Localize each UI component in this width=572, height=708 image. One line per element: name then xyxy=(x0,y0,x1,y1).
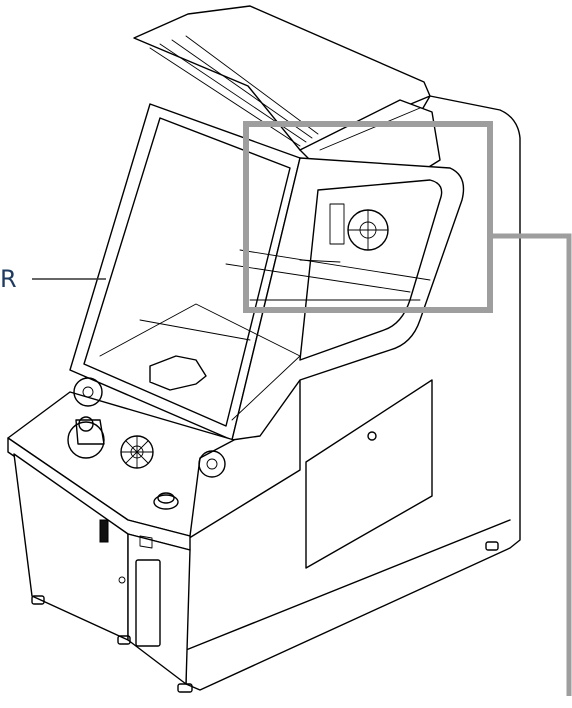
foot-front-center xyxy=(117,635,131,645)
detail-highlight-box xyxy=(243,121,493,313)
callout-label-r: R xyxy=(0,265,17,293)
rear-service-panel xyxy=(305,379,433,569)
detail-highlight xyxy=(243,121,572,696)
detail-leader-line xyxy=(490,233,572,696)
claw-mechanism xyxy=(329,203,389,251)
front-cabinet xyxy=(13,453,191,685)
playfield-interior xyxy=(99,203,431,421)
speaker-grille-icon xyxy=(120,435,154,469)
coin-door-icon xyxy=(135,559,161,647)
coin-slot xyxy=(99,519,109,543)
prize-tray xyxy=(149,355,207,391)
foot-rear xyxy=(485,541,499,551)
service-panel-lock xyxy=(367,431,377,441)
foot-front-left xyxy=(31,595,45,605)
speaker-left-icon xyxy=(73,377,103,407)
frame-right-arm xyxy=(231,157,465,441)
joystick-icon xyxy=(67,416,105,459)
speaker-right-icon xyxy=(198,450,226,478)
push-button-icon xyxy=(153,492,179,510)
